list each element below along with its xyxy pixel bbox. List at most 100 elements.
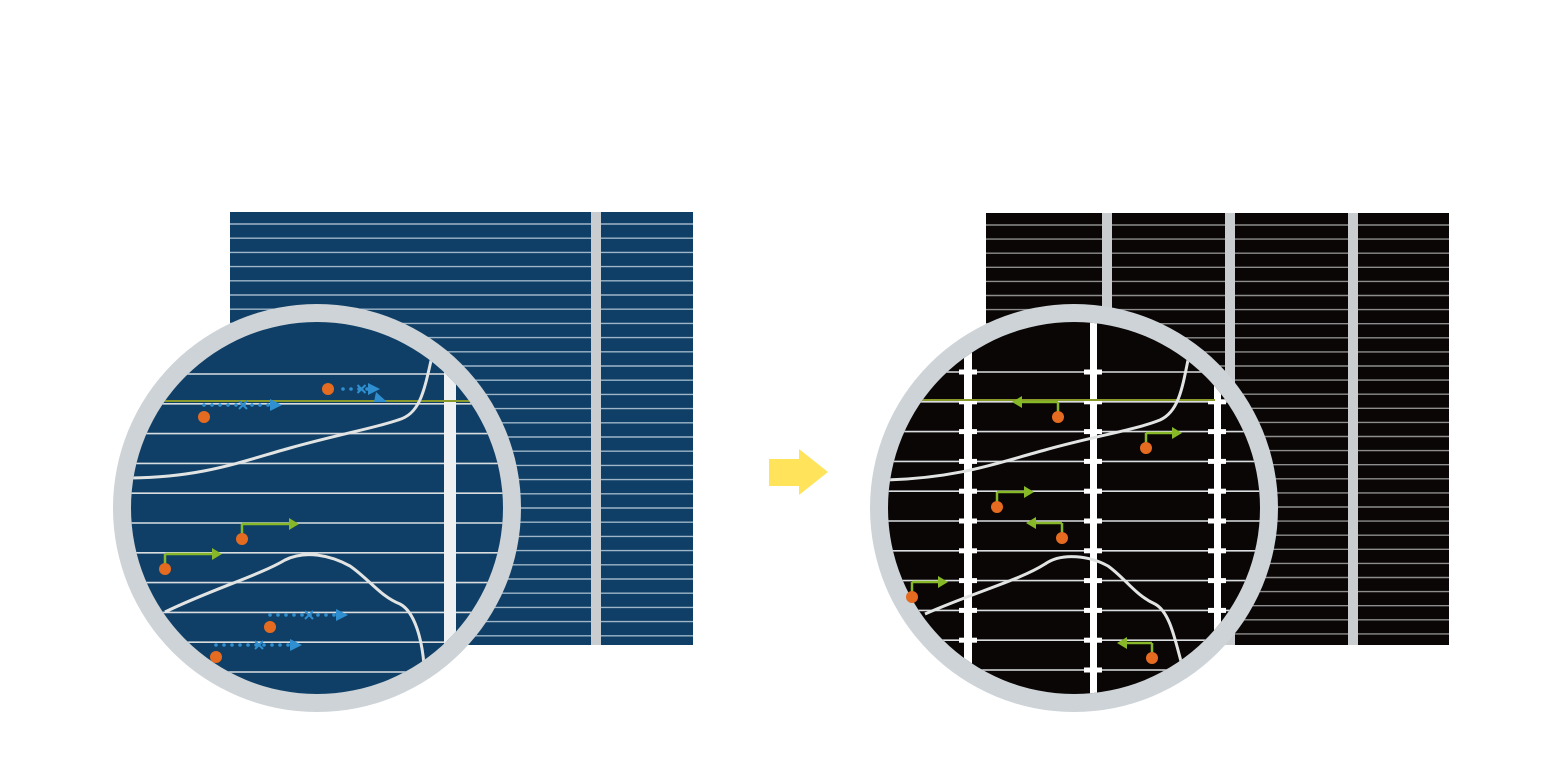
contact-tick <box>1208 607 1226 613</box>
right-zoom-busbar <box>1090 322 1097 694</box>
contact-tick <box>959 369 977 375</box>
contact-tick <box>1084 578 1102 584</box>
dot-icon <box>1140 442 1152 454</box>
dot-icon <box>236 533 248 545</box>
contact-tick <box>1208 488 1226 494</box>
dot-icon <box>1056 532 1068 544</box>
contact-tick <box>959 637 977 643</box>
contact-tick <box>959 399 977 405</box>
path-dot <box>278 643 282 647</box>
dot-icon <box>906 591 918 603</box>
path-dot <box>262 643 266 647</box>
contact-tick <box>959 607 977 613</box>
path-dot <box>300 613 304 617</box>
path-dot <box>246 643 250 647</box>
path-dot <box>210 403 214 407</box>
left-carrier-paths <box>159 383 387 663</box>
path-dot <box>238 643 242 647</box>
right-carrier-paths <box>906 396 1182 664</box>
right-current-curve-lower <box>924 555 1184 666</box>
contact-tick <box>959 429 977 435</box>
contact-tick <box>959 488 977 494</box>
contact-tick <box>1208 399 1226 405</box>
contact-tick <box>1208 429 1226 435</box>
left-panel <box>113 212 693 712</box>
right-zoom-busbar <box>1214 322 1221 694</box>
contact-tick <box>959 697 977 702</box>
arrow-head <box>290 639 302 651</box>
left-busbar <box>591 212 601 645</box>
contact-tick <box>1084 369 1102 375</box>
arrow-head <box>1172 427 1182 439</box>
path-dot <box>258 403 262 407</box>
contact-tick <box>1208 667 1226 673</box>
dot-icon <box>322 383 334 395</box>
right-arrow-icon <box>769 449 828 495</box>
contact-tick <box>1084 488 1102 494</box>
path-dot <box>286 643 290 647</box>
arrow-head <box>1026 517 1036 529</box>
path-dot <box>349 387 353 391</box>
contact-tick <box>1084 637 1102 643</box>
contact-tick <box>1084 429 1102 435</box>
arrow-head <box>374 392 387 402</box>
contact-tick <box>1084 399 1102 405</box>
arrow-head <box>212 548 222 560</box>
contact-tick <box>959 518 977 524</box>
x-mark-icon <box>254 640 264 650</box>
contact-tick <box>1208 548 1226 554</box>
path-dot <box>214 643 218 647</box>
right-magnifier <box>870 304 1278 712</box>
arrow-head <box>368 383 380 395</box>
contact-tick <box>1084 458 1102 464</box>
right-zoom-busbar <box>964 322 972 694</box>
path-dot <box>270 643 274 647</box>
arrow-head <box>938 576 948 588</box>
left-magnifier <box>113 304 521 712</box>
dot-icon <box>1146 652 1158 664</box>
path-dot <box>365 387 369 391</box>
dot-icon <box>210 651 222 663</box>
arrow-head <box>336 609 348 621</box>
path-dot <box>324 613 328 617</box>
right-magnifier-inner <box>888 322 1260 694</box>
right-current-curve-upper <box>888 359 1190 482</box>
path-dot <box>284 613 288 617</box>
path-dot <box>341 387 345 391</box>
contact-tick <box>959 578 977 584</box>
contact-tick <box>1084 548 1102 554</box>
path-dot <box>234 403 238 407</box>
dot-icon <box>198 411 210 423</box>
path-dot <box>316 613 320 617</box>
contact-tick <box>1208 697 1226 702</box>
dot-icon <box>991 501 1003 513</box>
arrow-head <box>270 399 282 411</box>
dot-icon <box>1052 411 1064 423</box>
x-mark-icon <box>304 610 314 620</box>
path-dot <box>222 643 226 647</box>
right-zoom-contact-ticks <box>959 369 1226 702</box>
contact-tick <box>1208 578 1226 584</box>
path-dot <box>230 643 234 647</box>
path-dot <box>276 613 280 617</box>
dot-icon <box>264 621 276 633</box>
x-mark-icon <box>356 384 367 394</box>
left-zoom-busbar <box>444 322 456 694</box>
arrow-head <box>1024 486 1034 498</box>
contact-tick <box>1084 667 1102 673</box>
left-current-curve-upper <box>131 355 434 480</box>
path-dot <box>292 613 296 617</box>
path-dot <box>202 403 206 407</box>
path-dot <box>332 613 336 617</box>
contact-tick <box>1208 518 1226 524</box>
path-dot <box>226 403 230 407</box>
arrow-head <box>1012 396 1022 408</box>
path-dot <box>266 403 270 407</box>
dot-icon <box>159 563 171 575</box>
left-current-curve-lower <box>164 553 426 666</box>
contact-tick <box>959 548 977 554</box>
contact-tick <box>959 458 977 464</box>
path-dot <box>250 403 254 407</box>
